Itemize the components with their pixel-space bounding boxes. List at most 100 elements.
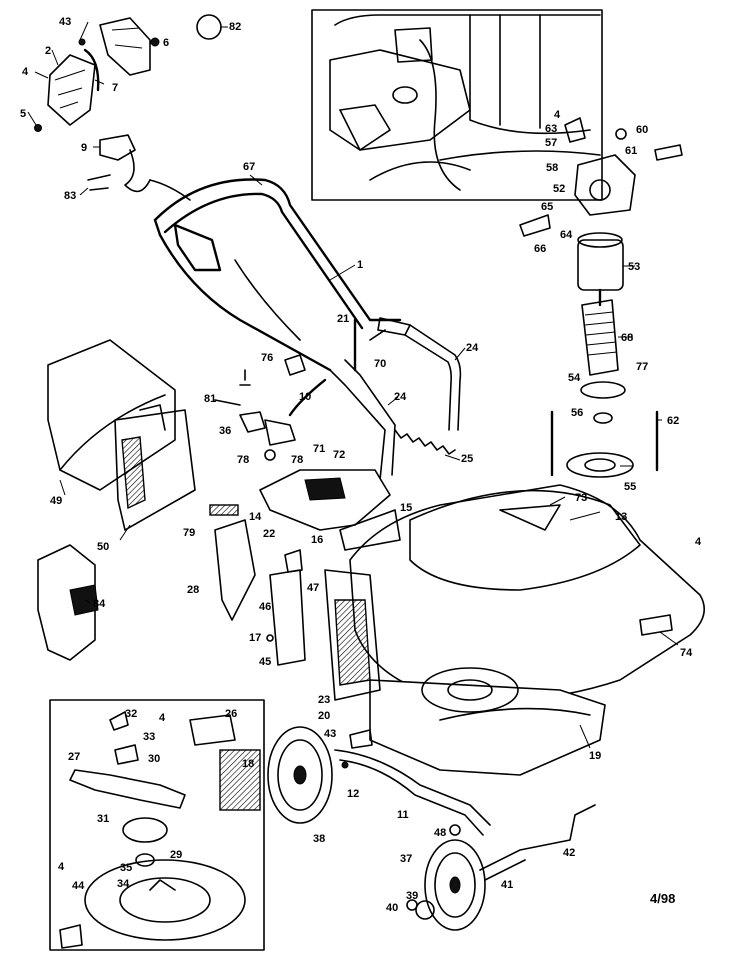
label-66: 66 <box>534 243 546 255</box>
inset-bottom-detail <box>49 699 265 951</box>
label-20: 20 <box>318 710 330 722</box>
label-19: 19 <box>589 750 601 762</box>
wheels-and-axles <box>267 726 596 931</box>
label-22: 22 <box>263 528 275 540</box>
label-36: 36 <box>219 425 231 437</box>
leader-lines <box>27 21 679 749</box>
label-79: 79 <box>183 527 195 539</box>
height-adjust-parts <box>214 399 296 461</box>
label-50: 50 <box>97 541 109 553</box>
label-8: 43 <box>59 16 71 28</box>
label-1: 1 <box>357 259 363 271</box>
rear-frame <box>266 549 381 701</box>
label-49: 49 <box>50 495 62 507</box>
handle-assembly <box>149 178 462 481</box>
label-81: 81 <box>204 393 216 405</box>
label-15: 15 <box>400 502 412 514</box>
label-2: 2 <box>45 45 51 57</box>
label-78: 78 <box>237 454 249 466</box>
inset-top-detail <box>311 9 603 201</box>
grass-bag <box>37 339 196 661</box>
label-39: 39 <box>406 890 418 902</box>
label-74: 74 <box>680 647 693 659</box>
label-72: 72 <box>333 449 345 461</box>
label-67: 67 <box>243 161 255 173</box>
label-4c: 4 <box>554 109 561 121</box>
label-4d: 4 <box>159 712 166 724</box>
label-78b: 78 <box>291 454 303 466</box>
label-63: 63 <box>545 123 557 135</box>
label-84: 84 <box>93 598 106 610</box>
label-27: 27 <box>68 751 80 763</box>
label-41: 41 <box>501 879 513 891</box>
motor-assembly <box>519 117 683 478</box>
deck-cover <box>259 469 401 551</box>
label-53: 53 <box>628 261 640 273</box>
label-24: 24 <box>466 342 479 354</box>
label-4e: 4 <box>58 861 65 873</box>
label-7: 7 <box>112 82 118 94</box>
label-16: 16 <box>311 534 323 546</box>
label-62: 62 <box>667 415 679 427</box>
label-13: 13 <box>615 511 627 523</box>
cable-and-hardware <box>239 318 386 417</box>
label-11: 11 <box>397 809 409 821</box>
label-18: 18 <box>242 758 254 770</box>
label-34: 34 <box>117 878 130 890</box>
label-44: 44 <box>72 880 85 892</box>
spring <box>394 429 456 455</box>
label-46: 46 <box>259 601 271 613</box>
label-61: 61 <box>625 145 637 157</box>
label-26: 26 <box>225 708 237 720</box>
label-65: 65 <box>541 201 553 213</box>
mower-deck <box>349 484 706 776</box>
date-code: 4/98 <box>650 891 675 906</box>
label-32: 32 <box>125 708 137 720</box>
label-52: 52 <box>553 183 565 195</box>
label-76: 76 <box>261 352 273 364</box>
label-70: 70 <box>374 358 386 370</box>
label-55: 55 <box>624 481 636 493</box>
label-56: 56 <box>571 407 583 419</box>
label-5: 5 <box>20 108 26 120</box>
label-54: 54 <box>568 372 581 384</box>
label-83: 83 <box>64 190 76 202</box>
label-4b: 4 <box>695 536 702 548</box>
label-47: 47 <box>307 582 319 594</box>
label-10: 10 <box>299 391 311 403</box>
label-29: 29 <box>170 849 182 861</box>
shields <box>209 504 256 621</box>
label-37: 37 <box>400 853 412 865</box>
label-17: 17 <box>249 632 261 644</box>
part-labels: 43 6 82 2 4 7 5 9 83 67 1 21 70 24 24 76… <box>20 16 702 914</box>
label-23: 23 <box>318 694 330 706</box>
label-25: 25 <box>461 453 473 465</box>
label-60: 60 <box>636 124 648 136</box>
label-58: 58 <box>546 162 558 174</box>
label-48: 48 <box>434 827 446 839</box>
label-31: 31 <box>97 813 109 825</box>
label-82: 82 <box>229 21 241 33</box>
label-73: 73 <box>575 492 587 504</box>
switch-parts-cluster <box>34 14 222 193</box>
label-38: 38 <box>313 833 325 845</box>
label-4: 4 <box>22 66 29 78</box>
label-43: 43 <box>324 728 336 740</box>
label-64: 64 <box>560 229 573 241</box>
label-42: 42 <box>563 847 575 859</box>
label-21: 21 <box>337 313 349 325</box>
label-33: 33 <box>143 731 155 743</box>
label-28: 28 <box>187 584 199 596</box>
label-12: 12 <box>347 788 359 800</box>
label-6: 6 <box>163 37 169 49</box>
label-71: 71 <box>313 443 325 455</box>
label-30: 30 <box>148 753 160 765</box>
label-45: 45 <box>259 656 271 668</box>
label-68: 68 <box>621 332 633 344</box>
label-14: 14 <box>249 511 262 523</box>
label-9: 9 <box>81 142 87 154</box>
label-57: 57 <box>545 137 557 149</box>
label-77: 77 <box>636 361 648 373</box>
